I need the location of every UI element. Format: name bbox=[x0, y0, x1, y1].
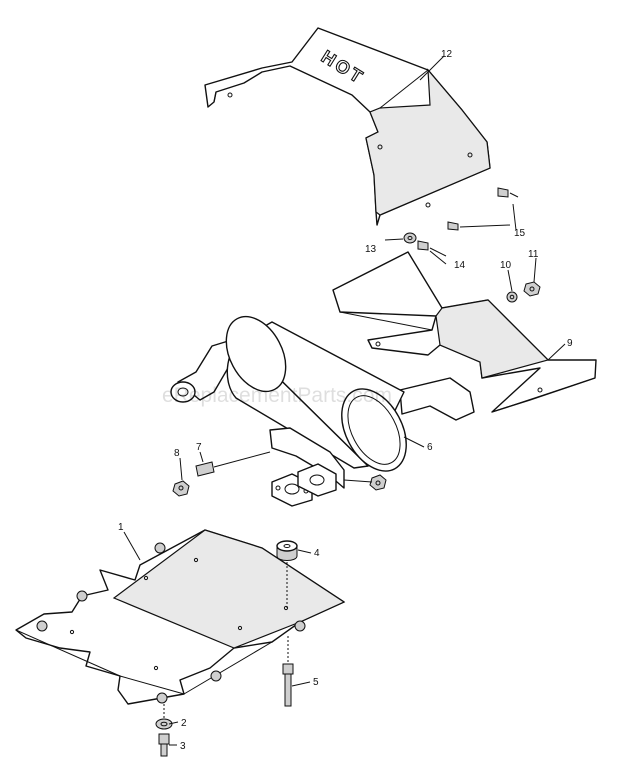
part-callouts: 1 2 3 4 5 6 7 8 9 10 11 12 13 14 15 bbox=[118, 49, 573, 752]
heat-shield: HOT bbox=[204, 27, 491, 226]
muffler-stud-and-nut bbox=[172, 451, 271, 497]
muffler bbox=[170, 315, 475, 507]
callout-5: 5 bbox=[313, 677, 319, 688]
callout-8: 8 bbox=[174, 448, 180, 459]
shield-bolts bbox=[447, 187, 519, 231]
isolator-bolt bbox=[282, 636, 294, 707]
callout-12: 12 bbox=[441, 49, 453, 60]
callout-15: 15 bbox=[514, 228, 526, 239]
callout-1: 1 bbox=[118, 522, 124, 533]
callout-4: 4 bbox=[314, 548, 320, 559]
callout-6: 6 bbox=[427, 442, 433, 453]
shield-washer-and-bolt bbox=[384, 232, 447, 257]
rubber-isolator bbox=[276, 540, 298, 608]
callout-14: 14 bbox=[454, 260, 466, 271]
mounting-base-plate bbox=[15, 529, 346, 705]
bracket-nut-and-washer bbox=[506, 257, 541, 303]
callout-10: 10 bbox=[500, 260, 512, 271]
callout-11: 11 bbox=[528, 249, 539, 260]
callout-9: 9 bbox=[567, 338, 573, 349]
callout-7: 7 bbox=[196, 442, 202, 453]
callout-2: 2 bbox=[181, 718, 187, 729]
callout-3: 3 bbox=[180, 741, 186, 752]
watermark-text: eReplacementParts.com bbox=[162, 384, 392, 407]
callout-13: 13 bbox=[365, 244, 377, 255]
leader-lines bbox=[123, 55, 566, 746]
muffler-bracket bbox=[332, 251, 597, 413]
base-washer-and-bolt bbox=[155, 704, 173, 757]
